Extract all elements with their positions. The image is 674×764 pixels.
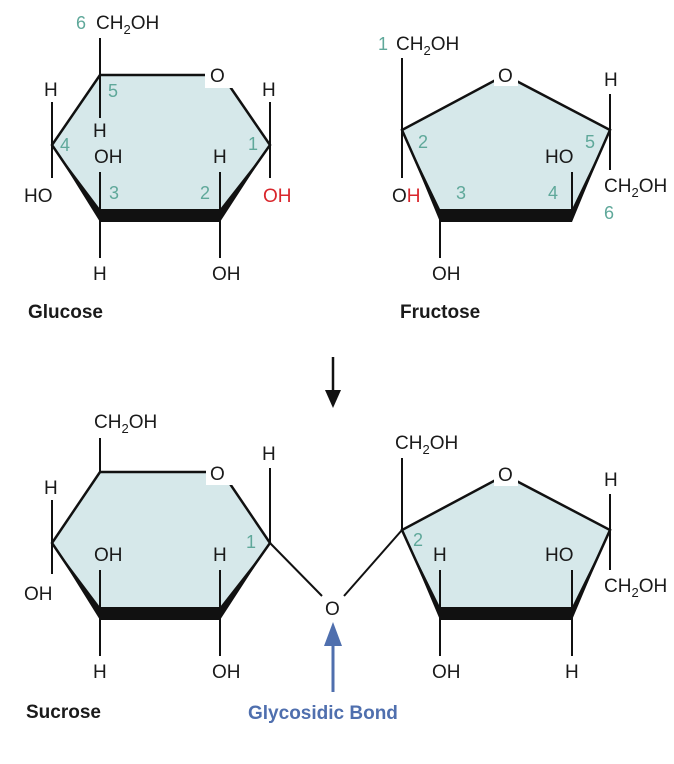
- fructose-ring-oxygen: O: [498, 66, 513, 87]
- fructose-c6-number: 6: [604, 203, 614, 223]
- fructose-title: Fructose: [400, 302, 480, 323]
- reaction-arrow: [325, 357, 341, 408]
- glycosidic-pointer-head: [324, 622, 342, 646]
- glucose-c4-number: 4: [60, 135, 70, 155]
- fructose-c2-number: 2: [418, 132, 428, 152]
- sucrose-structure: O CH2OH H OH OH H H OH H 1 O O CH2OH: [24, 412, 667, 724]
- glucose-c2-number: 2: [200, 183, 210, 203]
- fructose-c1-ch2oh: CH2OH: [396, 34, 459, 58]
- fructose-structure: O 1 CH2OH 2 OH 3 OH HO 4 5 H CH2OH 6 Fru…: [378, 34, 667, 323]
- sucrose-glucose-ring-oxygen: O: [210, 464, 225, 485]
- sucrose-fructose-c3-h: H: [433, 545, 447, 566]
- sucrose-fructose-c4-ho: HO: [545, 545, 574, 566]
- glucose-c4-h: H: [44, 80, 58, 101]
- glucose-c6-number: 6: [76, 13, 86, 33]
- fructose-c3-number: 3: [456, 183, 466, 203]
- fructose-c5-number: 5: [585, 132, 595, 152]
- sucrose-glucose-c1-h: H: [262, 444, 276, 465]
- fructose-c5-h: H: [604, 70, 618, 91]
- sucrose-glucose-c4-oh: OH: [24, 584, 53, 605]
- glucose-c3-oh: OH: [94, 147, 123, 168]
- glucose-c3-number: 3: [109, 183, 119, 203]
- sucrose-glucose-c2-oh: OH: [212, 662, 241, 683]
- glucose-c1-h: H: [262, 80, 276, 101]
- sucrose-glucose-ch2oh: CH2OH: [94, 412, 157, 436]
- glucose-ring-oxygen: O: [210, 66, 225, 87]
- sucrose-glucose-c3-h: H: [93, 662, 107, 683]
- glucose-structure: O 6 CH2OH 5 H H 4 HO OH 3 H H 2 OH H 1 O…: [24, 13, 292, 323]
- sucrose-fructose-c2-number: 2: [413, 530, 423, 550]
- sucrose-glucose-c1-number: 1: [246, 532, 256, 552]
- glucose-c5-number: 5: [108, 81, 118, 101]
- fructose-c3-oh: OH: [432, 264, 461, 285]
- fructose-c4-ho: HO: [545, 147, 574, 168]
- fructose-ring: [400, 73, 612, 218]
- fructose-c6-ch2oh: CH2OH: [604, 176, 667, 200]
- glucose-c1-number: 1: [248, 134, 258, 154]
- fructose-c1-number: 1: [378, 34, 388, 54]
- sucrose-glucose-c4-h: H: [44, 478, 58, 499]
- sucrose-fructose-ring-oxygen: O: [498, 465, 513, 486]
- glycosidic-bond-right: [343, 529, 403, 597]
- sucrose-fructose-c5-h: H: [604, 470, 618, 491]
- sucrose-fructose-ch2oh-top: CH2OH: [395, 433, 458, 457]
- sucrose-fructose-c4-h: H: [565, 662, 579, 683]
- glucose-c3-h: H: [93, 264, 107, 285]
- sucrose-glucose-c2-h: H: [213, 545, 227, 566]
- glycosidic-bond-label: Glycosidic Bond: [248, 703, 398, 724]
- glucose-c4-ho: HO: [24, 186, 53, 207]
- fructose-c4-number: 4: [548, 183, 558, 203]
- glucose-c1-oh: OH: [263, 186, 292, 207]
- sucrose-fructose-ch2oh-right: CH2OH: [604, 576, 667, 600]
- glucose-c5-h: H: [93, 121, 107, 142]
- glucose-title: Glucose: [28, 302, 103, 323]
- sucrose-title: Sucrose: [26, 702, 101, 723]
- glucose-c2-oh: OH: [212, 264, 241, 285]
- sucrose-glucose-c3-oh: OH: [94, 545, 123, 566]
- sucrose-fructose-c3-oh: OH: [432, 662, 461, 683]
- glycosidic-bond-left: [269, 542, 323, 597]
- glucose-c2-h: H: [213, 147, 227, 168]
- glucose-c6-ch2oh: CH2OH: [96, 13, 159, 37]
- sucrose-bridge-oxygen: O: [325, 599, 340, 620]
- fructose-c2-oh: OH: [392, 186, 421, 207]
